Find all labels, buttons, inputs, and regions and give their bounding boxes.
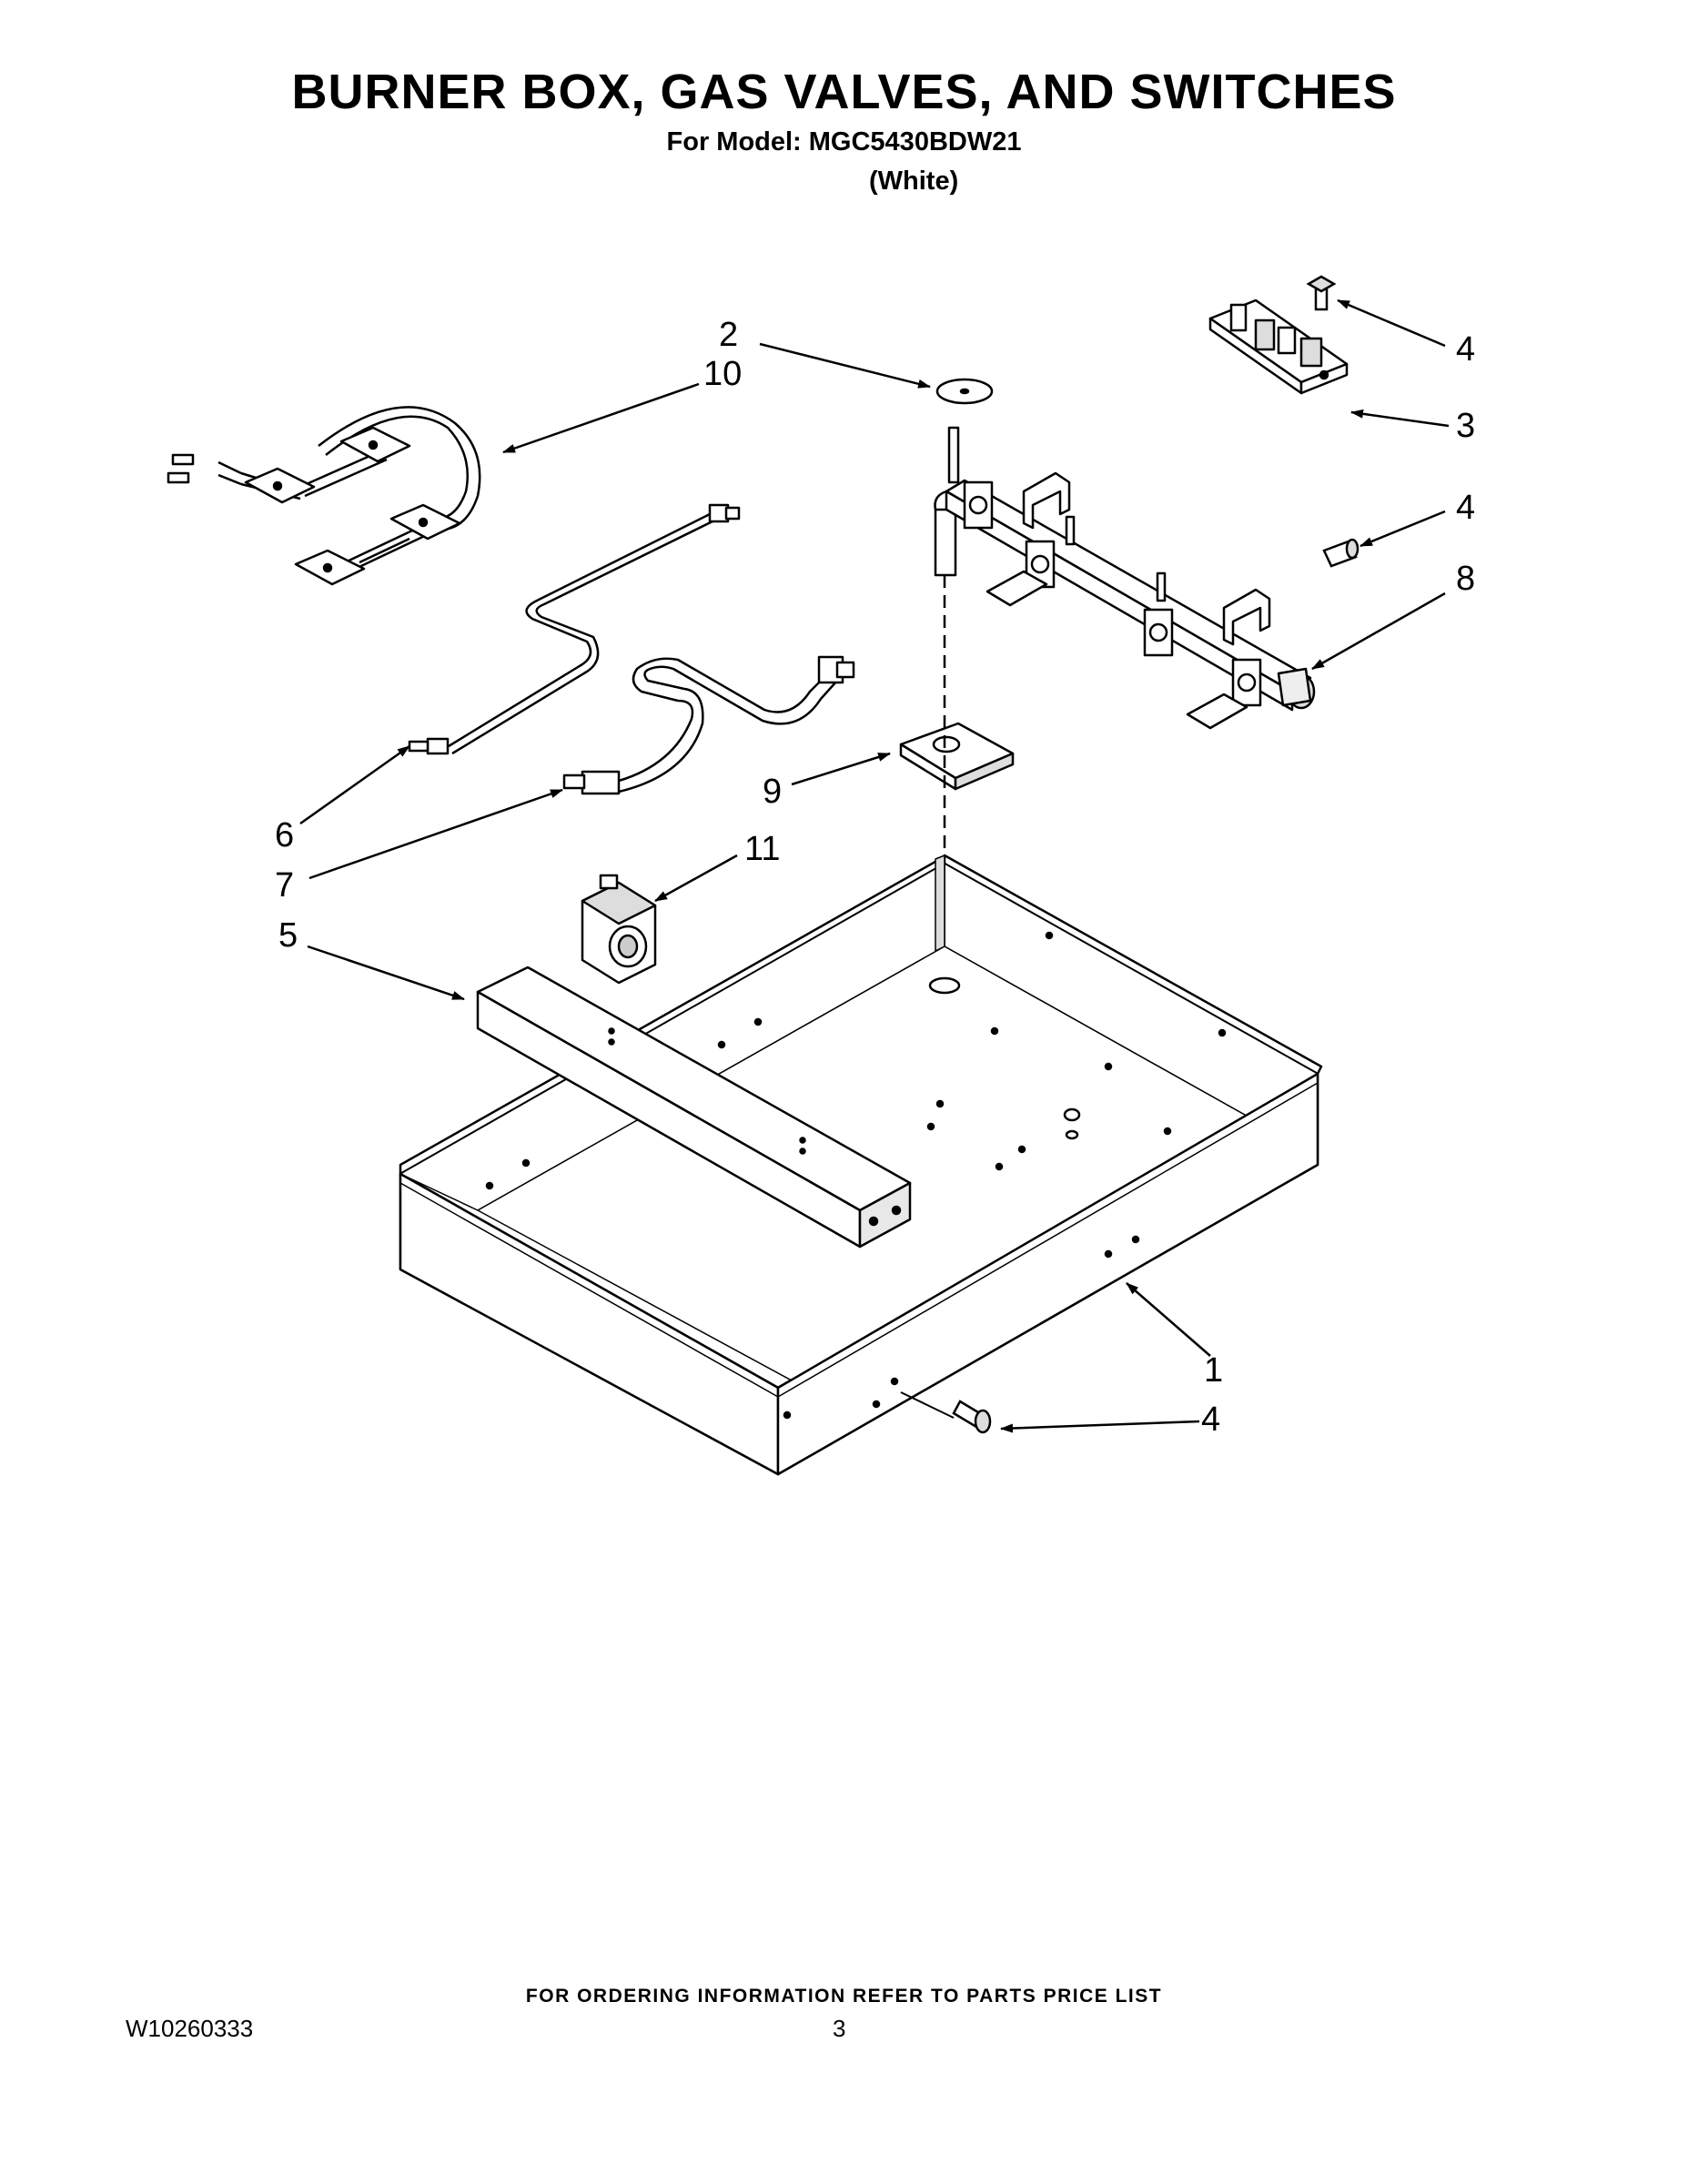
- callout-7: 7: [275, 866, 294, 905]
- callout-5: 5: [278, 916, 298, 955]
- callout-1: 1: [1204, 1351, 1223, 1390]
- callout-4: 4: [1456, 330, 1475, 369]
- screw-part: [952, 1400, 992, 1434]
- spacer-block-part: [899, 722, 1015, 791]
- model-label: For Model: MGC5430BDW21: [666, 127, 1022, 157]
- bracket-part: [476, 966, 912, 1249]
- regulator-part: [581, 874, 657, 985]
- switch-part: [1208, 298, 1349, 395]
- ordering-note: FOR ORDERING INFORMATION REFER TO PARTS …: [525, 1986, 1163, 2007]
- screw-axis-line: [900, 1391, 955, 1419]
- washer-part: [935, 378, 994, 405]
- valve-manifold-part: [934, 426, 1316, 730]
- callout-6: 6: [275, 816, 294, 854]
- callout-4: 4: [1201, 1400, 1220, 1439]
- screw-part: [1306, 275, 1337, 311]
- leader-lines: [299, 298, 1450, 1433]
- callout-labels: 2 10 4 3 4 8 9 6 7 11 5 1 4: [275, 316, 1475, 1439]
- page-title: BURNER BOX, GAS VALVES, AND SWITCHES: [291, 65, 1397, 119]
- callout-11: 11: [744, 830, 780, 868]
- callout-8: 8: [1456, 560, 1475, 598]
- document-number: W10260333: [126, 2015, 254, 2042]
- callout-2: 2: [719, 316, 738, 354]
- callout-10: 10: [703, 355, 742, 393]
- wire-harness-part: [167, 406, 481, 586]
- callout-9: 9: [763, 773, 782, 811]
- screw-part: [1322, 538, 1359, 568]
- color-label: (White): [869, 167, 959, 196]
- tube-part-6: [408, 503, 741, 755]
- tube-part-7: [562, 655, 855, 795]
- page-number: 3: [833, 2015, 846, 2042]
- callout-3: 3: [1456, 407, 1475, 445]
- callout-4: 4: [1456, 489, 1475, 527]
